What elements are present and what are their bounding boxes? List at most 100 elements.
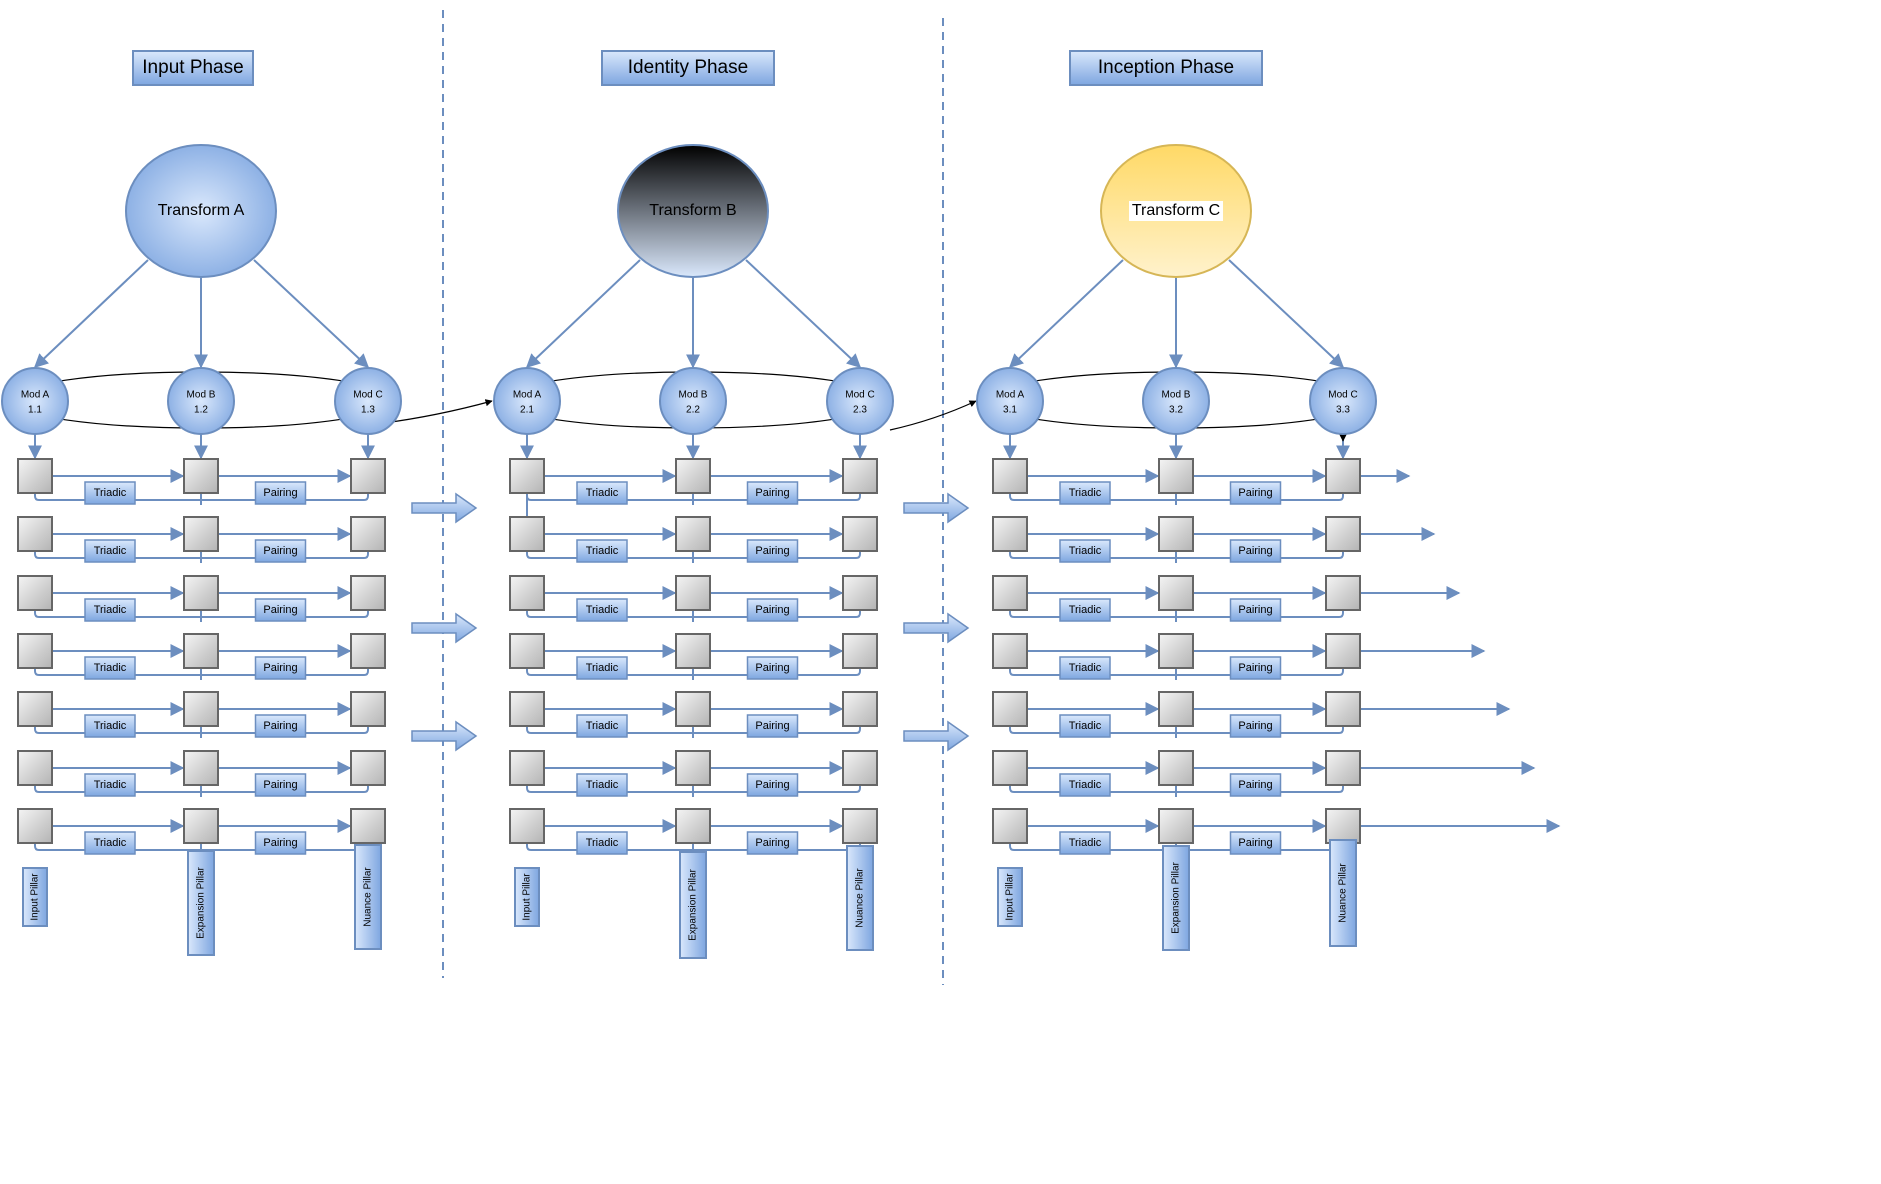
triadic-label: Triadic — [1069, 662, 1102, 674]
process-box — [183, 458, 219, 494]
transform-label: Transform C — [1132, 202, 1220, 219]
transform-mod-connector — [525, 259, 641, 368]
mod-node — [334, 367, 402, 435]
pillar-box — [997, 867, 1023, 927]
process-box — [842, 633, 878, 669]
process-box — [350, 750, 386, 786]
triadic-label: Triadic — [586, 837, 619, 849]
pairing-label-box — [746, 598, 799, 622]
process-box — [992, 808, 1028, 844]
process-box — [842, 458, 878, 494]
process-box — [1325, 458, 1361, 494]
pillar-label: Expansion Pillar — [1171, 861, 1182, 933]
process-box — [675, 691, 711, 727]
pairing-label-box — [1229, 598, 1282, 622]
process-box — [509, 750, 545, 786]
mod-id: 2.3 — [853, 405, 867, 416]
pairing-label-box — [1229, 714, 1282, 738]
triadic-label: Triadic — [94, 837, 127, 849]
transform-mod-connector — [1228, 259, 1345, 368]
phase-flow-arrow — [903, 492, 970, 524]
pairing-label-box — [254, 656, 307, 680]
pairing-label-box — [746, 714, 799, 738]
triadic-label-box — [576, 539, 628, 563]
pairing-label-box — [746, 481, 799, 505]
pairing-label: Pairing — [755, 487, 789, 499]
pairing-label: Pairing — [263, 545, 297, 557]
triadic-label: Triadic — [586, 604, 619, 616]
mod-node — [167, 367, 235, 435]
phase-link-arrow — [889, 400, 977, 431]
pillar-box — [679, 851, 707, 959]
process-box — [350, 458, 386, 494]
process-box — [17, 750, 53, 786]
triadic-label-box — [1059, 656, 1111, 680]
triadic-label-box — [1059, 831, 1111, 855]
pairing-label-box — [254, 598, 307, 622]
process-box — [1158, 575, 1194, 611]
pairing-label-box — [254, 481, 307, 505]
triadic-label: Triadic — [586, 487, 619, 499]
process-box — [1325, 808, 1361, 844]
mod-node — [1142, 367, 1210, 435]
phase-title-box — [1069, 50, 1263, 86]
process-box — [1158, 691, 1194, 727]
mod-id: 1.1 — [28, 405, 42, 416]
phase-flow-arrow — [903, 720, 970, 752]
pairing-label: Pairing — [1238, 779, 1272, 791]
process-box — [1325, 691, 1361, 727]
process-box — [183, 750, 219, 786]
triadic-label-box — [1059, 714, 1111, 738]
process-box — [1158, 516, 1194, 552]
process-box — [992, 458, 1028, 494]
process-box — [675, 575, 711, 611]
process-box — [992, 633, 1028, 669]
mod-name: Mod B — [187, 390, 216, 401]
process-box — [1158, 458, 1194, 494]
process-box — [675, 633, 711, 669]
process-box — [350, 691, 386, 727]
pairing-label-box — [1229, 773, 1282, 797]
mod-id: 2.2 — [686, 405, 700, 416]
process-box — [675, 458, 711, 494]
triadic-label-box — [576, 714, 628, 738]
triadic-label-box — [1059, 539, 1111, 563]
pairing-label: Pairing — [263, 487, 297, 499]
triadic-label: Triadic — [586, 779, 619, 791]
triadic-label: Triadic — [586, 545, 619, 557]
process-box — [992, 691, 1028, 727]
process-box — [842, 575, 878, 611]
transform-label: Transform A — [158, 202, 245, 219]
process-box — [842, 516, 878, 552]
process-box — [17, 458, 53, 494]
pillar-box — [187, 850, 215, 956]
pillar-label: Nuance Pillar — [1338, 863, 1349, 923]
pairing-label-box — [254, 773, 307, 797]
process-box — [509, 691, 545, 727]
triadic-label-box — [1059, 481, 1111, 505]
triadic-label-box — [1059, 773, 1111, 797]
triadic-label-box — [84, 539, 136, 563]
triadic-label: Triadic — [94, 720, 127, 732]
process-box — [350, 575, 386, 611]
process-box — [17, 575, 53, 611]
process-box — [1158, 750, 1194, 786]
pairing-label-box — [254, 831, 307, 855]
pairing-label: Pairing — [263, 837, 297, 849]
triadic-label-box — [84, 714, 136, 738]
mod-id: 2.1 — [520, 405, 534, 416]
process-box — [992, 750, 1028, 786]
pairing-label: Pairing — [755, 837, 789, 849]
process-box — [183, 691, 219, 727]
phase-title-box — [132, 50, 254, 86]
pairing-label-box — [1229, 831, 1282, 855]
phase-title: Inception Phase — [1098, 57, 1234, 78]
process-box — [842, 691, 878, 727]
pairing-label: Pairing — [755, 604, 789, 616]
triadic-label: Triadic — [1069, 487, 1102, 499]
triadic-label-box — [84, 481, 136, 505]
pillar-box — [846, 845, 874, 951]
pillar-box — [1162, 845, 1190, 951]
pairing-label: Pairing — [263, 604, 297, 616]
triadic-label: Triadic — [1069, 604, 1102, 616]
